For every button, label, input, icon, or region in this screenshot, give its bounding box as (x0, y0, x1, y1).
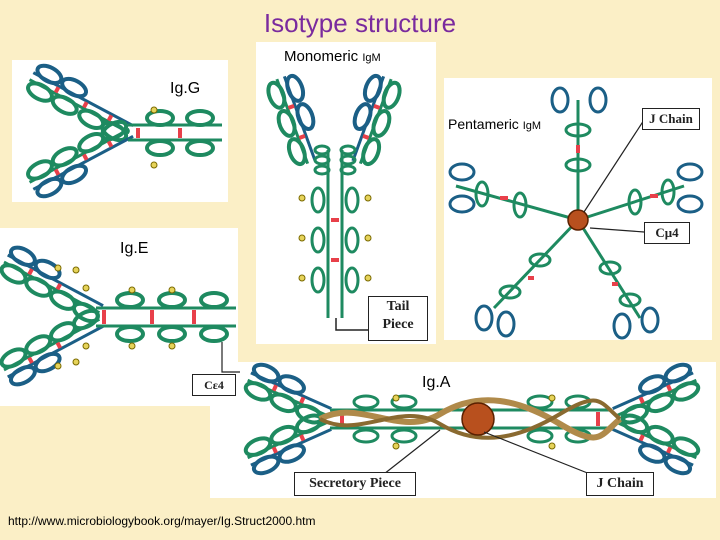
igm-monomeric-label-suffix: IgM (362, 52, 381, 64)
c-mu-4-callout: Cμ4 (644, 222, 690, 244)
j-chain-pentamer-callout: J Chain (642, 108, 700, 130)
source-url: http://www.microbiologybook.org/mayer/Ig… (8, 514, 316, 528)
tail-piece-line1: Tail (386, 299, 410, 314)
igm-monomeric-label: Monomeric IgM (284, 48, 381, 65)
tail-piece-callout: Tail Piece (368, 296, 428, 341)
igm-pentamer-diagram (448, 86, 704, 340)
igm-monomer-diagram (263, 71, 405, 331)
igg-diagram (23, 61, 222, 201)
igm-pentameric-label-suffix: IgM (522, 120, 542, 132)
igg-label: Ig.G (170, 80, 201, 97)
igm-pentameric-label: Pentameric IgM (448, 116, 541, 132)
secretory-piece-callout: Secretory Piece (294, 472, 416, 496)
igg-panel (12, 60, 228, 202)
page-title: Isotype structure (263, 8, 457, 38)
j-chain-iga-callout: J Chain (586, 472, 654, 496)
c-epsilon-4-callout: Cε4 (192, 374, 236, 396)
ige-label: Ig.E (120, 240, 149, 257)
iga-diagram (241, 359, 703, 479)
ige-diagram (0, 244, 240, 389)
tail-piece-line2: Piece (382, 317, 414, 332)
iga-label: Ig.A (422, 374, 451, 391)
igm-pentameric-label-main: Pentameric (448, 116, 523, 132)
igm-monomeric-label-main: Monomeric (284, 48, 363, 65)
